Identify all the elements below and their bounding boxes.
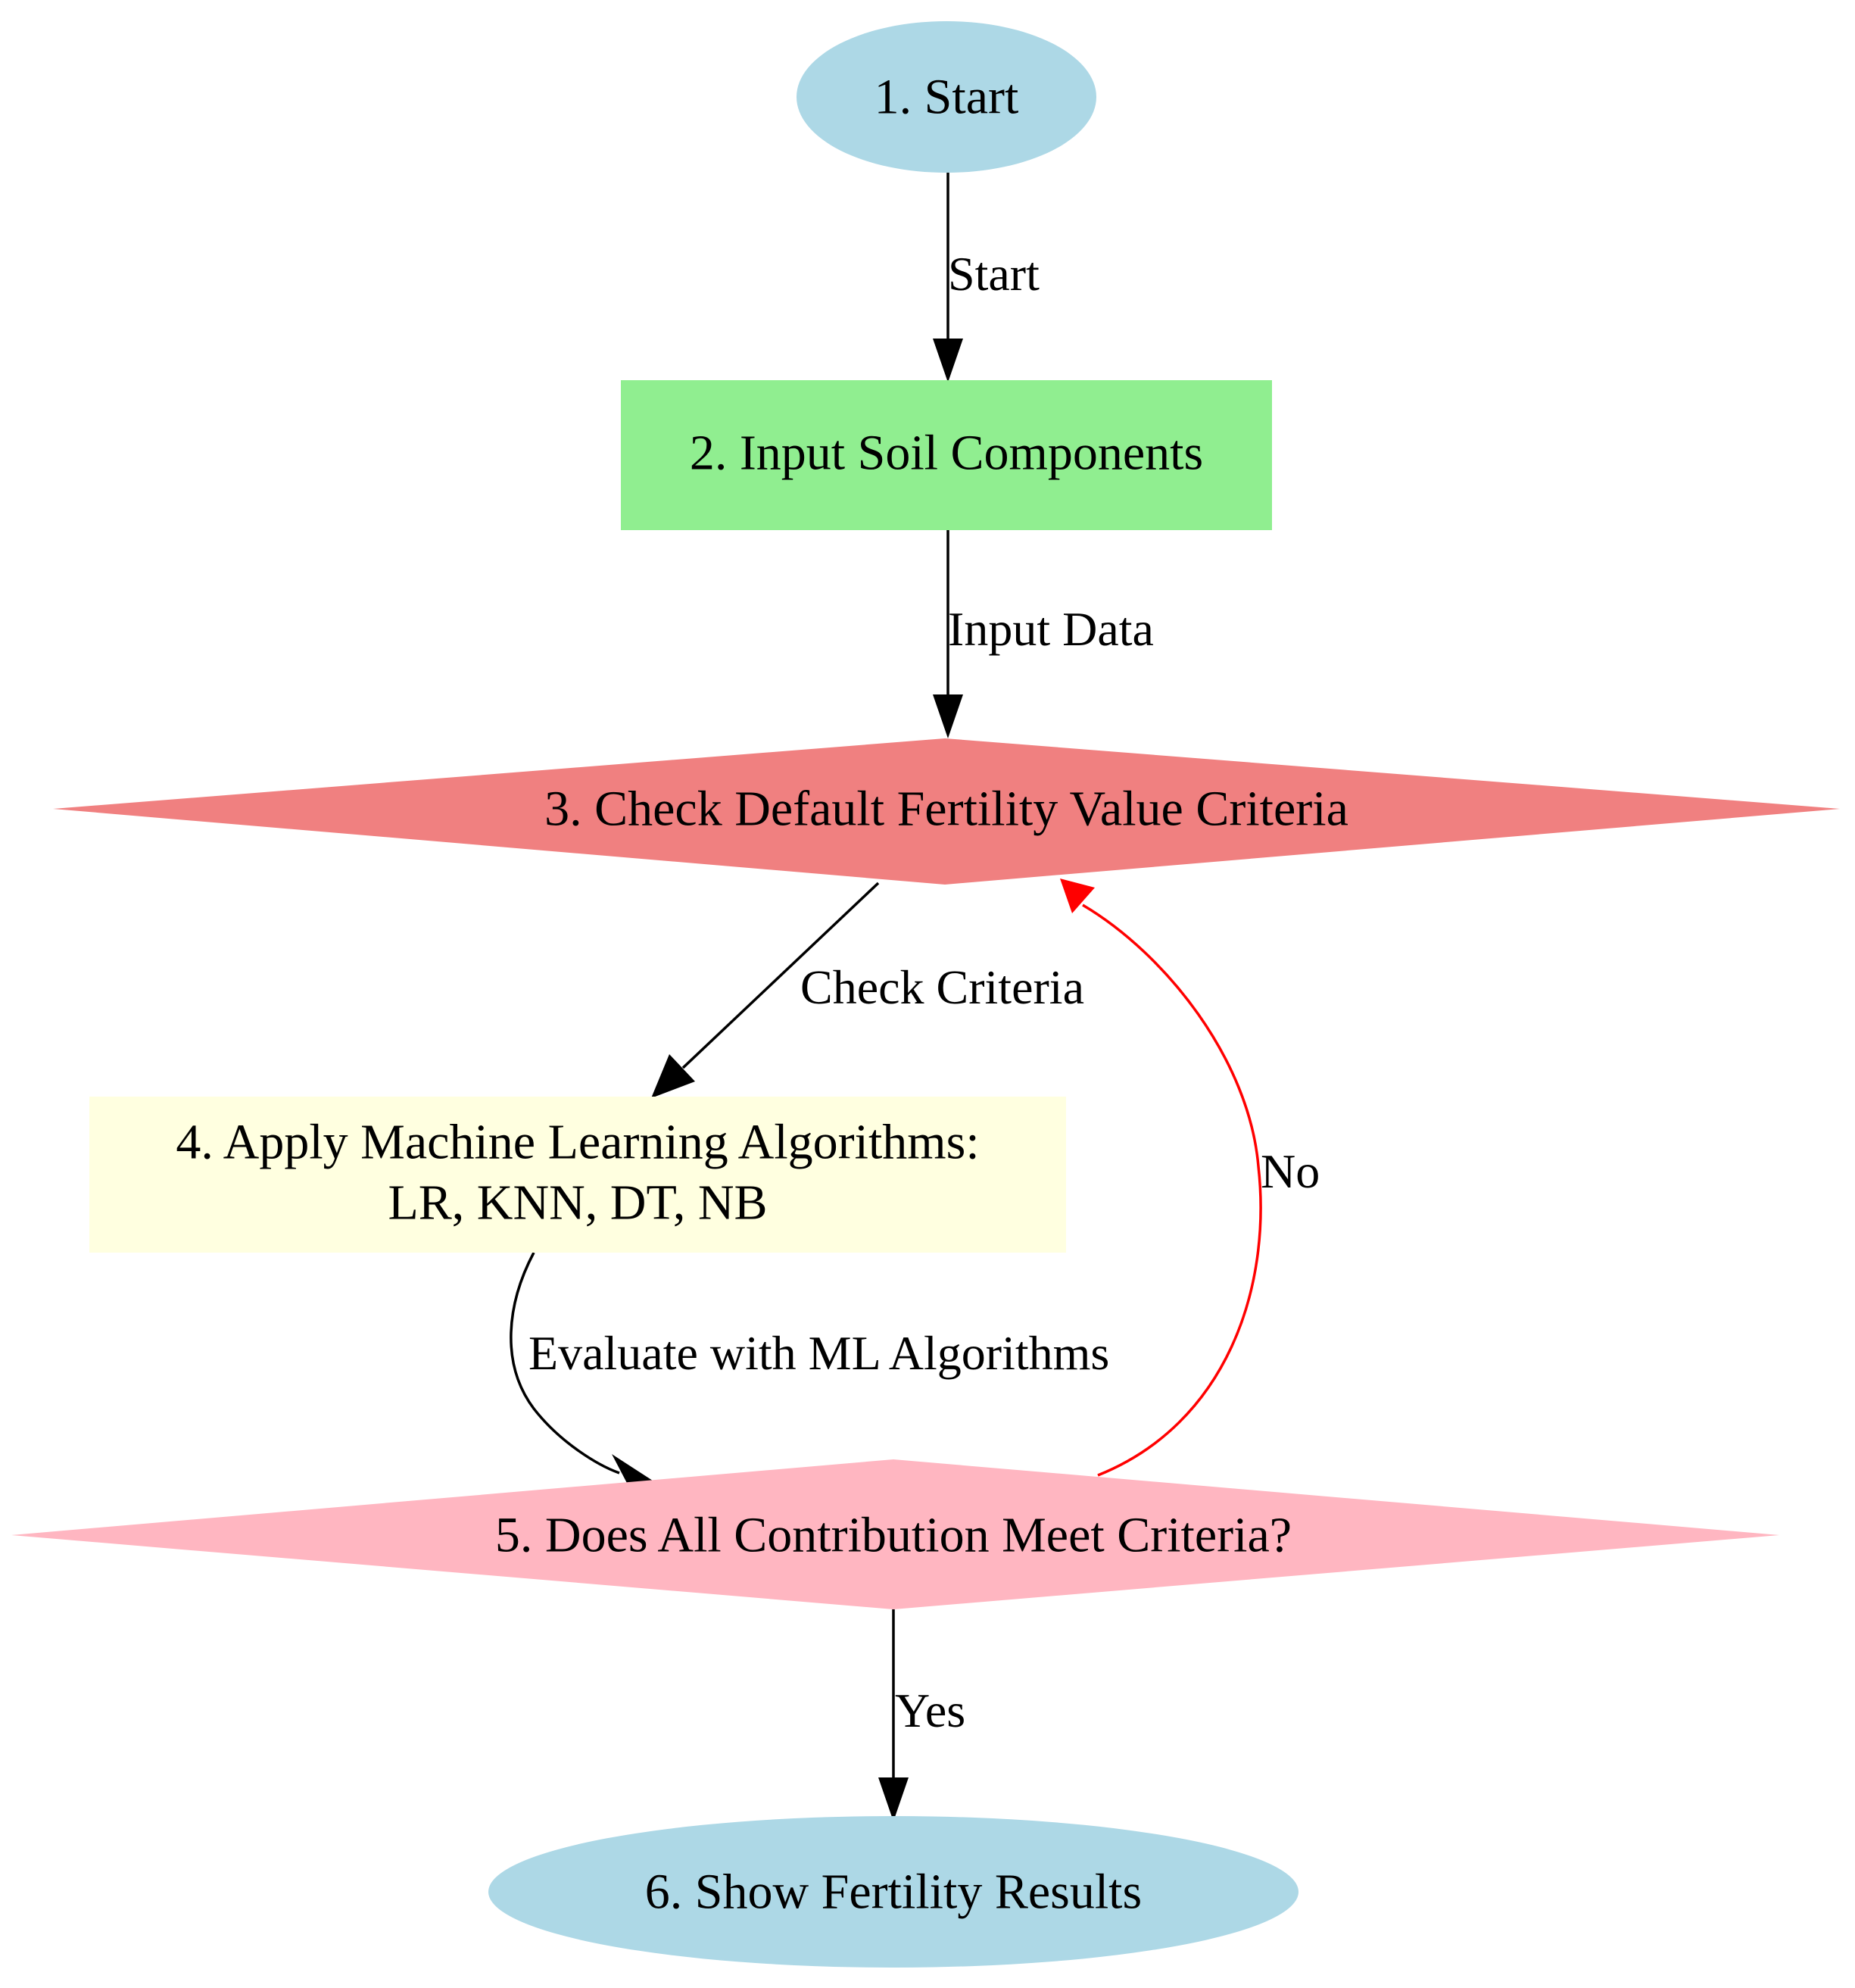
node-shape-diamond xyxy=(53,738,1840,885)
node-shape-ellipse xyxy=(797,21,1096,173)
arrowhead xyxy=(933,339,963,382)
node-decision: 5. Does All Contribution Meet Criteria? xyxy=(11,1459,1779,1609)
edge-decision-to-results: Yes xyxy=(878,1609,965,1821)
node-label-results: 6. Show Fertility Results xyxy=(645,1865,1142,1920)
edge-line xyxy=(681,882,880,1069)
node-apply-ml: 4. Apply Machine Learning Algorithms: LR… xyxy=(89,1097,1066,1253)
node-check-criteria: 3. Check Default Fertility Value Criteri… xyxy=(53,738,1840,885)
node-label-start: 1. Start xyxy=(874,70,1019,125)
edge-label-check-criteria: Check Criteria xyxy=(800,960,1084,1014)
arrowhead xyxy=(612,1454,653,1486)
node-start: 1. Start xyxy=(797,21,1096,173)
edge-label-no: No xyxy=(1261,1144,1320,1198)
edge-input-to-check: Input Data xyxy=(933,530,1154,738)
edge-line xyxy=(510,1252,620,1475)
node-shape-diamond xyxy=(11,1459,1779,1609)
arrowhead xyxy=(651,1054,695,1098)
edge-line xyxy=(1082,903,1262,1477)
edge-apply-to-decision: Evaluate with ML Algorithms xyxy=(510,1252,1109,1486)
node-shape-rect xyxy=(89,1097,1066,1253)
edge-label-input-data: Input Data xyxy=(948,602,1154,656)
arrowhead xyxy=(1060,879,1095,913)
node-input-soil-components: 2. Input Soil Components xyxy=(621,380,1272,530)
node-label-apply-line2: LR, KNN, DT, NB xyxy=(388,1175,767,1231)
edge-check-to-apply: Check Criteria xyxy=(651,882,1084,1098)
edge-label-yes: Yes xyxy=(895,1684,965,1737)
node-label-input: 2. Input Soil Components xyxy=(690,426,1203,481)
node-label-check: 3. Check Default Fertility Value Criteri… xyxy=(544,782,1348,837)
edge-start-to-input: Start xyxy=(933,173,1040,382)
node-results: 6. Show Fertility Results xyxy=(488,1816,1298,1968)
node-label-decision: 5. Does All Contribution Meet Criteria? xyxy=(495,1508,1292,1563)
arrowhead xyxy=(878,1777,909,1821)
edge-label-start: Start xyxy=(948,247,1040,301)
edge-decision-to-check: No xyxy=(1060,879,1320,1477)
node-shape-ellipse xyxy=(488,1816,1298,1968)
edge-label-evaluate: Evaluate with ML Algorithms xyxy=(528,1326,1109,1380)
node-shape-rect xyxy=(621,380,1272,530)
arrowhead xyxy=(933,694,963,738)
node-label-apply-line1: 4. Apply Machine Learning Algorithms: xyxy=(176,1115,979,1170)
